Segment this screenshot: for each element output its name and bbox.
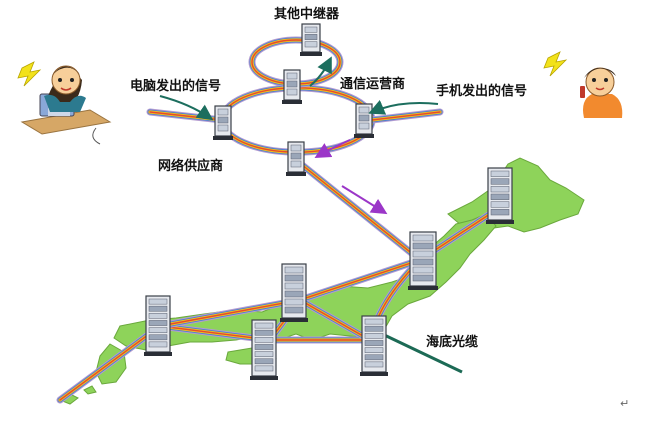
person-phone-icon	[580, 67, 623, 118]
repeater-ring-arrow	[309, 56, 332, 87]
repeater-south	[250, 319, 278, 380]
cable-direction-arrow	[341, 185, 388, 215]
fiber-phone-link	[368, 108, 444, 124]
repeater-mid	[408, 231, 438, 290]
lightning-icon	[17, 61, 42, 87]
label-pc-signal: 电脑发出的信号	[130, 79, 222, 94]
label-network-provider: 网络供应商	[158, 159, 224, 174]
return-mark: ↵	[620, 397, 630, 410]
lightning-icon	[543, 51, 568, 77]
repeater-ring-bottom	[286, 141, 306, 176]
repeater-submarine	[360, 315, 388, 376]
ring-downlink-arrow	[314, 139, 351, 158]
repeater-north	[486, 167, 514, 224]
repeater-west	[144, 295, 172, 356]
pc-signal-arrow	[159, 95, 214, 121]
repeater-ring-top	[282, 69, 302, 104]
fiber-west	[56, 256, 424, 404]
phone-signal-arrow	[368, 99, 439, 115]
fiber-ring-top	[248, 36, 344, 88]
repeater-stations	[144, 23, 514, 380]
label-telecom-operator: 通信运营商	[340, 77, 406, 92]
fiber-pc-link	[146, 108, 226, 124]
person-laptop-icon	[20, 65, 112, 145]
repeater-center	[280, 263, 308, 322]
label-submarine-cable: 海底光缆	[426, 335, 479, 350]
fiber-downlink	[292, 156, 424, 264]
repeater-ring-right	[354, 103, 374, 138]
submarine-cable-leader	[377, 330, 463, 374]
repeater-ring-left	[213, 105, 233, 140]
repeater-top	[300, 23, 322, 56]
label-other-repeaters: 其他中继器	[274, 7, 340, 22]
label-phone-signal: 手机发出的信号	[436, 84, 528, 99]
